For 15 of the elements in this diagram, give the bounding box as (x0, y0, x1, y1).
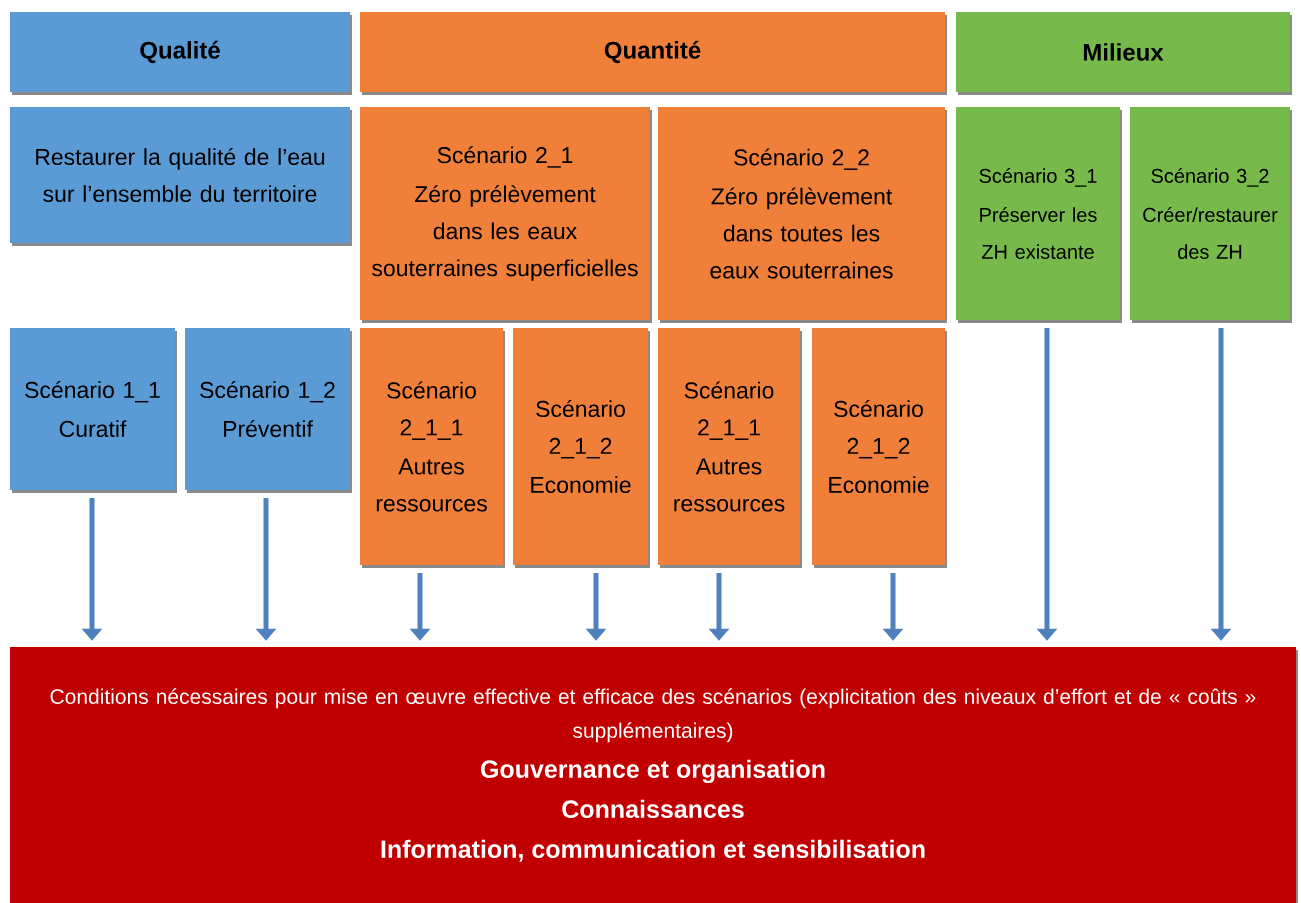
scenario-box: Restaurer la qualité de l’eau sur l’ensemble du territoire (10, 107, 352, 246)
scenario-box: Scénario 2_1_2 Economie (513, 328, 650, 568)
scenario-box: Scénario 1_2 Préventif (185, 328, 352, 493)
category-header: Quantité (360, 12, 947, 95)
scenario-box: Scénario 2_1_1 Autres ressources (658, 328, 802, 568)
scenario-box: Scénario 1_1 Curatif (10, 328, 177, 493)
conditions-box: Conditions nécessaires pour mise en œuvre effective et efficace des scénarios (explicitation des niveaux d’effort et de « coûts » supplémentaires) Gouvernance et organisation Connaissances Information, communication et sensibilisation (10, 647, 1298, 903)
scenario-box: Scénario 3_2 Créer/restaurer des ZH (1130, 107, 1292, 323)
scenario-box: Scénario 2_1_2 Economie (812, 328, 947, 568)
scenario-box: Scénario 2_2 Zéro prélèvement dans toutes les eaux souterraines (658, 107, 947, 323)
category-header: Milieux (956, 12, 1292, 95)
category-header: Qualité (10, 12, 352, 95)
scenario-box: Scénario 3_1 Préserver les ZH existante (956, 107, 1122, 323)
scenario-box: Scénario 2_1 Zéro prélèvement dans les eaux souterraines superficielles (360, 107, 652, 323)
scenario-box: Scénario 2_1_1 Autres ressources (360, 328, 505, 568)
